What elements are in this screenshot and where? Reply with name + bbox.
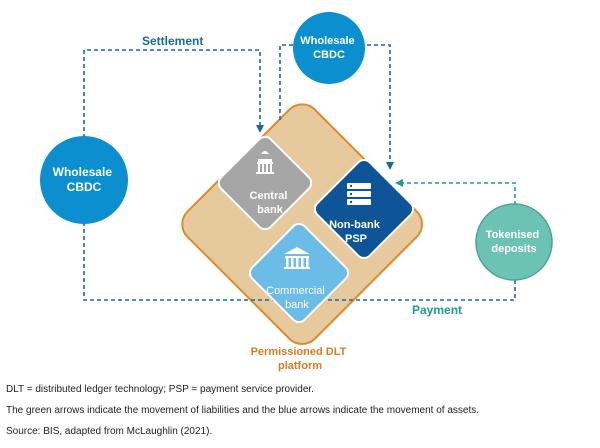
settlement-label: Settlement <box>142 34 203 48</box>
central-bank-label-line2: bank <box>257 204 284 216</box>
commercial-bank-label-line1: Commercial <box>266 285 325 297</box>
commercial-bank-node <box>248 222 350 324</box>
wholesale-cbdc-left-label-line1: Wholesale <box>53 165 113 179</box>
dlt-diagram: Central bank Non-bank PSP Commercial ban… <box>40 12 553 372</box>
svg-text:Non-bank PSP: Non-bank PSP <box>329 219 383 245</box>
central-bank-node <box>217 135 313 231</box>
wholesale-cbdc-left-node <box>40 136 128 224</box>
payment-label: Payment <box>412 303 462 317</box>
abbreviations-note: DLT = distributed ledger technology; PSP… <box>6 384 314 395</box>
svg-text:Wholesale CBDC: Wholesale CBDC <box>53 165 116 194</box>
wholesale-cbdc-left-label-line2: CBDC <box>67 180 102 194</box>
non-bank-psp-node <box>313 158 415 260</box>
figure-notes: DLT = distributed ledger technology; PSP… <box>6 384 596 447</box>
svg-text:Central bank: Central bank <box>250 190 291 216</box>
institution-building-icon <box>256 151 274 174</box>
commercial-bank-label-line2: bank <box>285 299 309 311</box>
source-note: Source: BIS, adapted from McLaughlin (20… <box>6 426 213 437</box>
cbdc-to-psp-flow-arrow <box>360 44 394 170</box>
svg-text:Permissioned DLT platform: Permissioned DLT platform <box>251 346 350 372</box>
svg-text:Wholesale CBDC: Wholesale CBDC <box>300 35 357 61</box>
arrows-note: The green arrows indicate the movement o… <box>6 405 480 416</box>
non-bank-psp-label-line1: Non-bank <box>329 219 381 231</box>
cbdc-to-platform-flow-line <box>279 44 300 120</box>
wholesale-cbdc-top-label-line2: CBDC <box>313 49 345 61</box>
tokenised-deposits-label-line1: Tokenised <box>486 229 540 241</box>
tokenised-deposits-label-line2: deposits <box>491 243 536 255</box>
central-bank-label-line1: Central <box>250 190 288 202</box>
non-bank-psp-label-line2: PSP <box>345 233 367 245</box>
platform-label-line2: platform <box>278 360 322 372</box>
bank-building-icon <box>284 247 310 269</box>
tokenised-to-psp-flow-arrow <box>395 179 516 205</box>
tokenised-deposits-node <box>475 203 553 281</box>
settlement-flow-arrow <box>83 49 264 145</box>
svg-text:Commercial bank: Commercial bank <box>266 285 328 311</box>
wholesale-cbdc-top-label-line1: Wholesale <box>300 35 354 47</box>
platform-label-line1: Permissioned DLT <box>251 346 347 358</box>
svg-text:Tokenised deposits: Tokenised deposits <box>486 229 543 255</box>
server-stack-icon <box>347 183 371 205</box>
wholesale-cbdc-top-node <box>293 12 365 84</box>
payment-flow-line <box>83 222 516 301</box>
